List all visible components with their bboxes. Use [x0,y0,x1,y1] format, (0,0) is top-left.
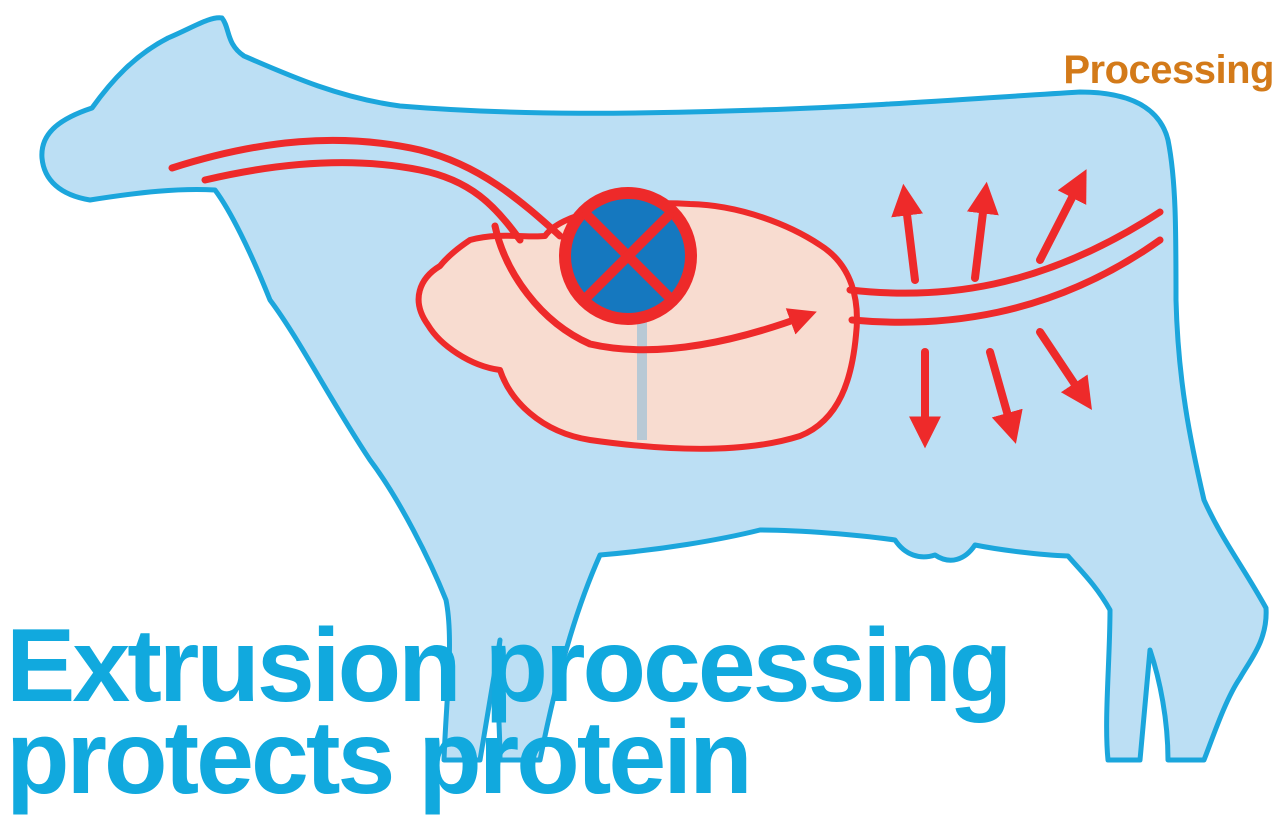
section-label: Processing [1063,50,1274,90]
no-degradation-sign-icon [565,193,691,319]
sign-post [637,322,647,440]
headline: Extrusion processing protects protein [6,620,1009,804]
headline-line-2: protects protein [6,712,1009,804]
headline-line-1: Extrusion processing [6,620,1009,712]
